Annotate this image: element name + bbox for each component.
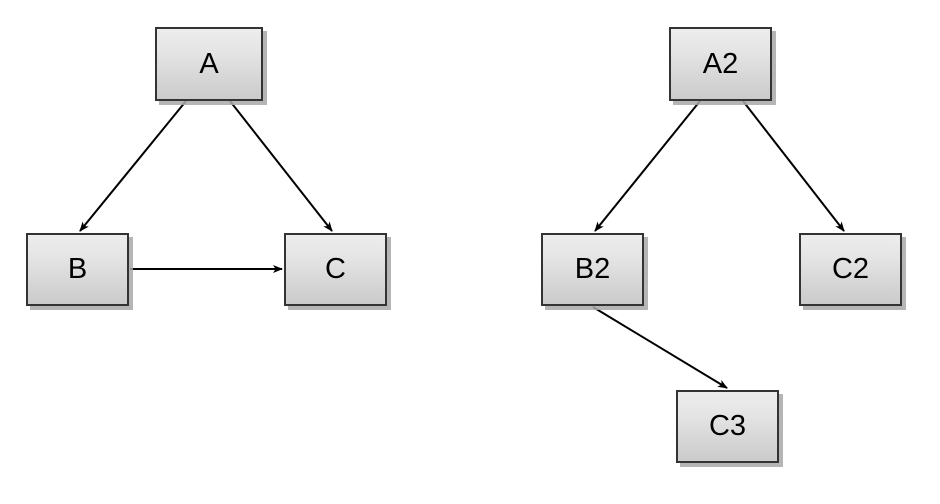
node-label: B2 bbox=[574, 253, 611, 285]
edge-b2-to-c3[interactable] bbox=[592, 306, 728, 389]
node-c[interactable]: C bbox=[284, 233, 387, 306]
node-label: B bbox=[67, 253, 88, 285]
node-a2[interactable]: A2 bbox=[669, 27, 772, 101]
edge-a-to-b[interactable] bbox=[79, 100, 187, 232]
edge-a2-to-c2[interactable] bbox=[742, 100, 845, 232]
node-label: A2 bbox=[702, 47, 739, 80]
node-label: C2 bbox=[831, 253, 870, 285]
edge-a2-to-b2[interactable] bbox=[594, 100, 701, 232]
node-b2[interactable]: B2 bbox=[541, 233, 644, 306]
node-c3[interactable]: C3 bbox=[676, 390, 779, 463]
node-c2[interactable]: C2 bbox=[799, 233, 902, 306]
node-label: A bbox=[199, 47, 219, 80]
edge-a-to-c[interactable] bbox=[229, 100, 333, 232]
node-label: C3 bbox=[708, 410, 747, 442]
edges-group bbox=[79, 100, 845, 389]
node-a[interactable]: A bbox=[155, 27, 263, 101]
node-label: C bbox=[325, 253, 346, 285]
node-b[interactable]: B bbox=[26, 233, 129, 306]
